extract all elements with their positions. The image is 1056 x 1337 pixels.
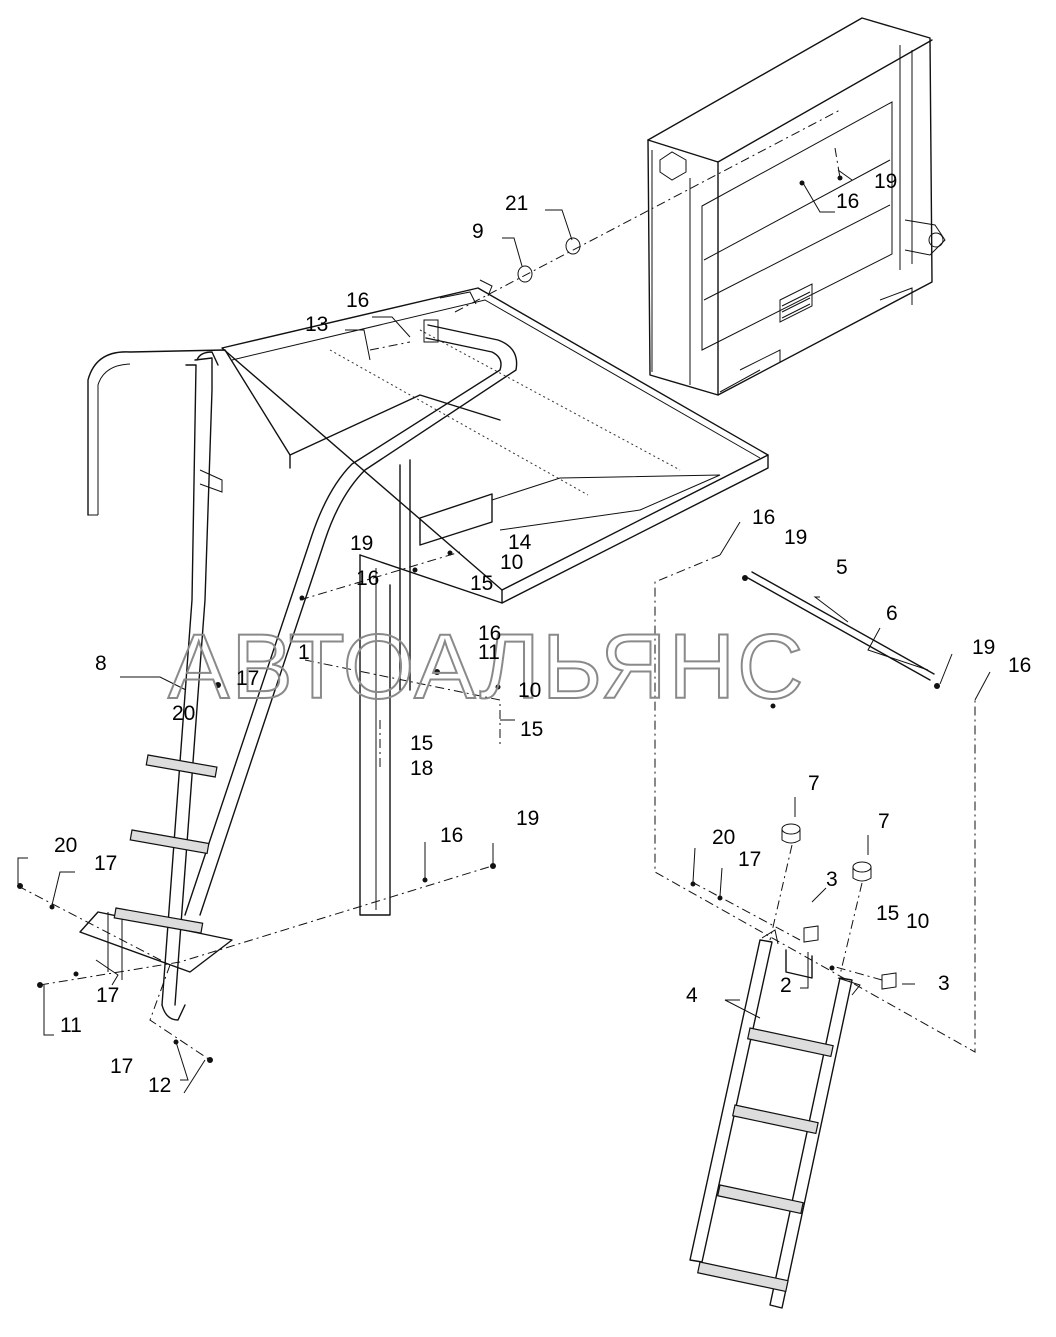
callout-16: 16	[1008, 654, 1031, 677]
callout-1: 1	[298, 641, 310, 664]
callout-16: 16	[478, 622, 501, 645]
callout-17: 17	[738, 848, 761, 871]
handrail-tube	[184, 319, 518, 916]
callout-20: 20	[712, 826, 735, 849]
leader-lines	[17, 169, 991, 1094]
callout-14: 14	[508, 531, 532, 554]
callout-17: 17	[110, 1055, 133, 1078]
callout-19: 19	[874, 170, 897, 193]
callout-21: 21	[505, 192, 528, 215]
callout-20: 20	[54, 834, 77, 857]
callout-9: 9	[472, 220, 484, 243]
callout-16: 16	[836, 190, 859, 213]
left-ladder	[79, 351, 233, 1021]
callout-8: 8	[95, 652, 107, 675]
callout-15: 15	[876, 902, 899, 925]
callout-18: 18	[410, 757, 433, 780]
callout-10: 10	[518, 679, 541, 702]
callout-12: 12	[148, 1074, 171, 1097]
callout-19: 19	[972, 636, 995, 659]
callout-7: 7	[808, 772, 820, 795]
callout-15: 15	[470, 572, 493, 595]
callout-19: 19	[784, 526, 807, 549]
callout-3: 3	[826, 868, 838, 891]
callout-15: 15	[520, 718, 543, 741]
callout-labels: 21 9 16 19 16 13 14 10 19 16 15 16 11 1 …	[54, 170, 1031, 1097]
fastener-markers	[17, 175, 843, 1063]
callout-11: 11	[478, 641, 500, 664]
callout-17: 17	[236, 667, 259, 690]
radiator-frame	[647, 17, 946, 396]
watermark-text: АВТОАЛЬЯНС	[168, 616, 806, 718]
callout-7: 7	[878, 810, 890, 833]
callout-16: 16	[346, 289, 369, 312]
right-ladder	[689, 823, 897, 1309]
callout-13: 13	[305, 313, 328, 336]
rod-assembly	[742, 571, 940, 689]
callout-6: 6	[886, 602, 898, 625]
callout-11: 11	[60, 1014, 82, 1037]
callout-16: 16	[356, 567, 379, 590]
callout-5: 5	[836, 556, 848, 579]
callout-17: 17	[96, 984, 119, 1007]
spacers	[517, 237, 581, 283]
callout-19: 19	[350, 532, 373, 555]
assembly-lines	[17, 109, 976, 1061]
callout-16: 16	[440, 824, 463, 847]
callout-3: 3	[938, 972, 950, 995]
callout-19: 19	[516, 807, 539, 830]
platform-deck	[87, 279, 769, 916]
callout-4: 4	[686, 984, 698, 1007]
callout-20: 20	[172, 702, 195, 725]
callout-10: 10	[906, 910, 929, 933]
callout-15: 15	[410, 732, 433, 755]
callout-2: 2	[780, 974, 792, 997]
callout-17: 17	[94, 852, 117, 875]
callout-16: 16	[752, 506, 775, 529]
callout-10: 10	[500, 551, 523, 574]
